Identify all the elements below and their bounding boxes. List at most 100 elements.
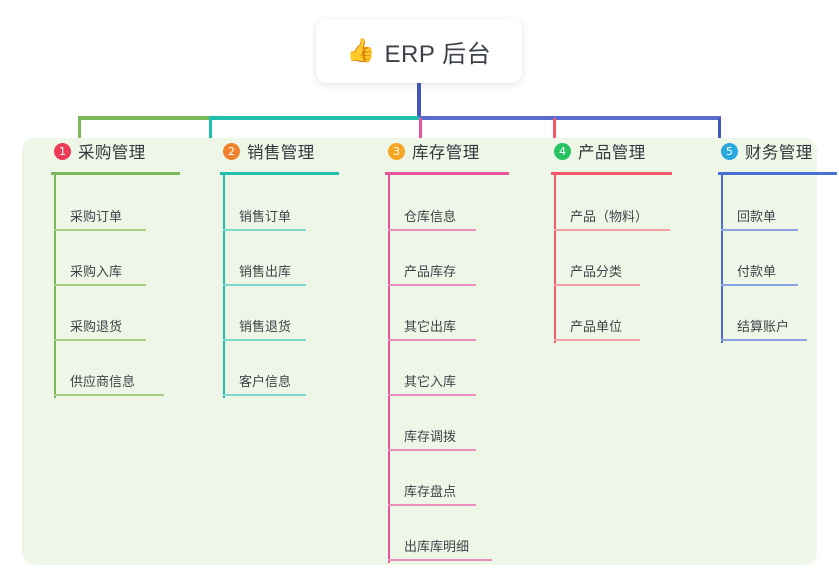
menu-item[interactable]: 采购入库	[54, 264, 146, 286]
menu-item[interactable]: 库存盘点	[388, 484, 476, 506]
menu-item-label: 客户信息	[239, 374, 292, 389]
root-node-card[interactable]: 👍 ERP 后台	[316, 19, 522, 83]
menu-item[interactable]: 仓库信息	[388, 209, 476, 231]
menu-item[interactable]: 结算账户	[721, 319, 807, 341]
menu-item-label: 产品库存	[404, 264, 457, 279]
menu-item[interactable]: 产品库存	[388, 264, 476, 286]
menu-item-label: 结算账户	[737, 319, 790, 334]
column-purchase: 1 采购管理采购订单采购入库采购退货供应商信息	[40, 138, 180, 398]
column-header-purchase[interactable]: 1 采购管理	[40, 138, 146, 164]
diagram-panel: 1 采购管理采购订单采购入库采购退货供应商信息 2 销售管理销售订单销售出库销售退货客…	[22, 138, 837, 565]
column-spine-inventory	[388, 175, 390, 563]
menu-item-rule	[223, 394, 306, 396]
menu-item-label: 采购入库	[70, 264, 123, 279]
column-badge-sales: 2	[223, 142, 240, 160]
thumbs-up-icon: 👍	[346, 36, 376, 63]
menu-item-rule	[223, 284, 306, 286]
column-badge-finance: 5	[721, 142, 738, 160]
menu-item[interactable]: 库存调拨	[388, 429, 476, 451]
column-title-inventory: 库存管理	[412, 144, 480, 162]
column-header-rule-finance	[718, 172, 837, 175]
menu-item[interactable]: 采购订单	[54, 209, 146, 231]
menu-item[interactable]: 销售出库	[223, 264, 306, 286]
menu-item-rule	[388, 559, 492, 561]
menu-item[interactable]: 销售订单	[223, 209, 306, 231]
column-title-finance: 财务管理	[745, 144, 813, 162]
menu-item[interactable]: 其它入库	[388, 374, 476, 396]
column-header-sales[interactable]: 2 销售管理	[209, 138, 315, 164]
column-inventory: 3 库存管理仓库信息产品库存其它出库其它入库库存调拨库存盘点出库库明细	[374, 138, 509, 563]
menu-item-rule	[388, 394, 476, 396]
menu-item-label: 仓库信息	[404, 209, 457, 224]
bar-indigo	[419, 116, 721, 120]
menu-item-label: 回款单	[737, 209, 777, 224]
menu-item-rule	[388, 284, 476, 286]
menu-item-rule	[223, 339, 306, 341]
menu-item-rule	[554, 229, 670, 231]
root-node-title: ERP 后台	[384, 40, 492, 68]
menu-item-label: 销售退货	[239, 319, 292, 334]
column-header-product[interactable]: 4 产品管理	[540, 138, 646, 164]
menu-item-label: 出库库明细	[404, 539, 470, 554]
menu-item[interactable]: 供应商信息	[54, 374, 164, 396]
column-badge-product: 4	[554, 142, 571, 160]
menu-item-label: 库存盘点	[404, 484, 457, 499]
column-spine-finance	[721, 175, 723, 343]
column-finance: 5 财务管理回款单付款单结算账户	[707, 138, 837, 343]
menu-item[interactable]: 产品分类	[554, 264, 640, 286]
menu-item-rule	[388, 339, 476, 341]
menu-item[interactable]: 客户信息	[223, 374, 306, 396]
menu-item[interactable]: 回款单	[721, 209, 798, 231]
menu-item-rule	[554, 339, 640, 341]
column-header-rule-product	[551, 172, 672, 175]
menu-item-rule	[721, 284, 798, 286]
menu-item-rule	[223, 229, 306, 231]
menu-item[interactable]: 产品（物料）	[554, 209, 670, 231]
column-spine-sales	[223, 175, 225, 398]
menu-item-label: 采购退货	[70, 319, 123, 334]
menu-item[interactable]: 出库库明细	[388, 539, 492, 561]
column-sales: 2 销售管理销售订单销售出库销售退货客户信息	[209, 138, 339, 398]
column-header-rule-purchase	[51, 172, 180, 175]
menu-item-rule	[54, 339, 146, 341]
drop-pink	[419, 118, 422, 140]
column-product: 4 产品管理产品（物料） 产品分类产品单位	[540, 138, 672, 343]
menu-item-label: 其它出库	[404, 319, 457, 334]
menu-item-rule	[54, 229, 146, 231]
column-spine-product	[554, 175, 556, 343]
menu-item-rule	[721, 229, 798, 231]
trunk-vertical-connector	[417, 83, 421, 118]
column-header-finance[interactable]: 5 财务管理	[707, 138, 813, 164]
menu-item[interactable]: 产品单位	[554, 319, 640, 341]
column-title-sales: 销售管理	[247, 144, 315, 162]
menu-item-label: 销售出库	[239, 264, 292, 279]
drop-green	[78, 118, 81, 140]
menu-item-rule	[54, 394, 164, 396]
menu-item-rule	[388, 449, 476, 451]
menu-item-rule	[388, 229, 476, 231]
drop-red	[553, 118, 556, 140]
column-header-rule-sales	[220, 172, 339, 175]
column-title-product: 产品管理	[578, 144, 646, 162]
drop-blue	[718, 118, 721, 140]
menu-item[interactable]: 采购退货	[54, 319, 146, 341]
column-title-purchase: 采购管理	[78, 144, 146, 162]
menu-item-label: 库存调拨	[404, 429, 457, 444]
menu-item-label: 销售订单	[239, 209, 292, 224]
menu-item-label: 其它入库	[404, 374, 457, 389]
bar-teal	[209, 116, 419, 120]
menu-item[interactable]: 其它出库	[388, 319, 476, 341]
menu-item-rule	[721, 339, 807, 341]
menu-item[interactable]: 付款单	[721, 264, 798, 286]
menu-item-label: 付款单	[737, 264, 777, 279]
column-badge-purchase: 1	[54, 142, 71, 160]
menu-item[interactable]: 销售退货	[223, 319, 306, 341]
menu-item-label: 产品分类	[570, 264, 623, 279]
menu-item-rule	[388, 504, 476, 506]
menu-item-label: 采购订单	[70, 209, 123, 224]
column-header-rule-inventory	[385, 172, 509, 175]
menu-item-rule	[54, 284, 146, 286]
column-badge-inventory: 3	[388, 142, 405, 160]
column-header-inventory[interactable]: 3 库存管理	[374, 138, 480, 164]
bar-green	[78, 116, 209, 120]
